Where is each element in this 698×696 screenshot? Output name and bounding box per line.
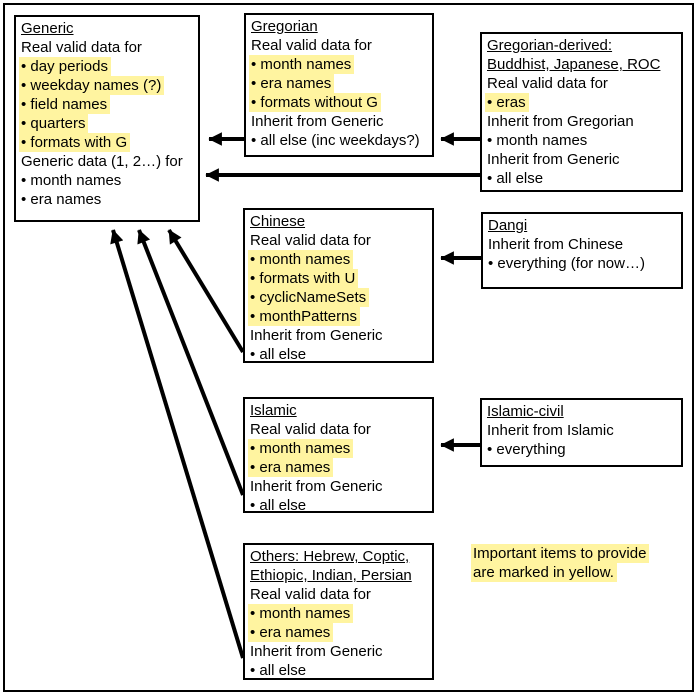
dangi-box: Dangi Inherit from Chinese • everything … <box>481 212 683 289</box>
others-box: Others: Hebrew, Coptic, Ethiopic, Indian… <box>243 543 434 680</box>
islamic-box-line: Real valid data for <box>250 421 371 438</box>
gregorian-derived-box-title: Gregorian-derived: <box>487 37 613 54</box>
gregorian-box-line: • all else (inc weekdays?) <box>251 132 420 149</box>
chinese-box-line: Inherit from Generic <box>250 327 383 344</box>
chinese-box-title: Chinese <box>250 213 306 230</box>
generic-box-line: • day periods <box>19 57 111 76</box>
generic-box-line: • month names <box>21 172 122 189</box>
gregorian-box-line: Inherit from Generic <box>251 113 384 130</box>
gregorian-box-line: • month names <box>249 55 355 74</box>
gregorian-derived-box-line: • all else <box>487 170 544 187</box>
gregorian-box-line: • formats without G <box>249 93 381 112</box>
generic-box-title: Generic <box>21 20 74 37</box>
generic-box-line: • formats with G <box>19 133 131 152</box>
chinese-box-line: Real valid data for <box>250 232 371 249</box>
islamic-civil-box-line: Inherit from Islamic <box>487 422 614 439</box>
islamic-civil-box-line: • everything <box>487 441 566 458</box>
others-box-line: • month names <box>248 604 354 623</box>
others-box-title: Others: Hebrew, Coptic, <box>250 548 410 565</box>
gregorian-derived-box-line: • month names <box>487 132 588 149</box>
generic-box-line: Generic data (1, 2…) for <box>21 153 183 170</box>
gregorian-derived-box-line: Inherit from Generic <box>487 151 620 168</box>
gregorian-derived-box-line: Real valid data for <box>487 75 608 92</box>
legend-note: Important items to provide are marked in… <box>471 544 650 582</box>
chinese-box: Chinese Real valid data for • month name… <box>243 208 434 363</box>
others-box-line: • era names <box>248 623 334 642</box>
gregorian-derived-box-title: Buddhist, Japanese, ROC <box>487 56 661 73</box>
gregorian-box: Gregorian Real valid data for • month na… <box>244 13 434 157</box>
islamic-box-line: • month names <box>248 439 354 458</box>
islamic-civil-box: Islamic-civil Inherit from Islamic • eve… <box>480 398 683 467</box>
islamic-civil-box-title: Islamic-civil <box>487 403 564 420</box>
others-box-line: Real valid data for <box>250 586 371 603</box>
gregorian-derived-box-line: • eras <box>485 93 529 112</box>
islamic-box-line: • era names <box>248 458 334 477</box>
gregorian-box-line: • era names <box>249 74 335 93</box>
generic-box-line: • field names <box>19 95 111 114</box>
islamic-box: Islamic Real valid data for • month name… <box>243 397 434 514</box>
generic-box-line: • weekday names (?) <box>19 76 165 95</box>
chinese-box-line: • month names <box>248 250 354 269</box>
others-box-line: Inherit from Generic <box>250 643 383 660</box>
generic-box-line: Real valid data for <box>21 39 142 56</box>
dangi-box-line: Inherit from Chinese <box>488 236 624 253</box>
islamic-box-line: • all else <box>250 497 307 514</box>
dangi-box-line: • everything (for now…) <box>488 255 645 272</box>
others-box-title: Ethiopic, Indian, Persian <box>250 567 412 584</box>
islamic-box-title: Islamic <box>250 402 297 419</box>
legend-note-line: Important items to provide <box>471 544 650 563</box>
islamic-box-line: Inherit from Generic <box>250 478 383 495</box>
gregorian-derived-box: Gregorian-derived: Buddhist, Japanese, R… <box>480 32 683 192</box>
outer-border <box>3 3 694 692</box>
chinese-box-line: • cyclicNameSets <box>248 288 370 307</box>
gregorian-box-title: Gregorian <box>251 18 318 35</box>
chinese-box-line: • all else <box>250 346 307 363</box>
chinese-box-line: • formats with U <box>248 269 359 288</box>
gregorian-box-line: Real valid data for <box>251 37 372 54</box>
generic-box-line: • quarters <box>19 114 89 133</box>
chinese-box-line: • monthPatterns <box>248 307 360 326</box>
generic-box: Generic Real valid data for • day period… <box>14 15 200 222</box>
gregorian-derived-box-line: Inherit from Gregorian <box>487 113 634 130</box>
legend-note-line: are marked in yellow. <box>471 563 617 582</box>
others-box-line: • all else <box>250 662 307 679</box>
generic-box-line: • era names <box>21 191 102 208</box>
dangi-box-title: Dangi <box>488 217 528 234</box>
